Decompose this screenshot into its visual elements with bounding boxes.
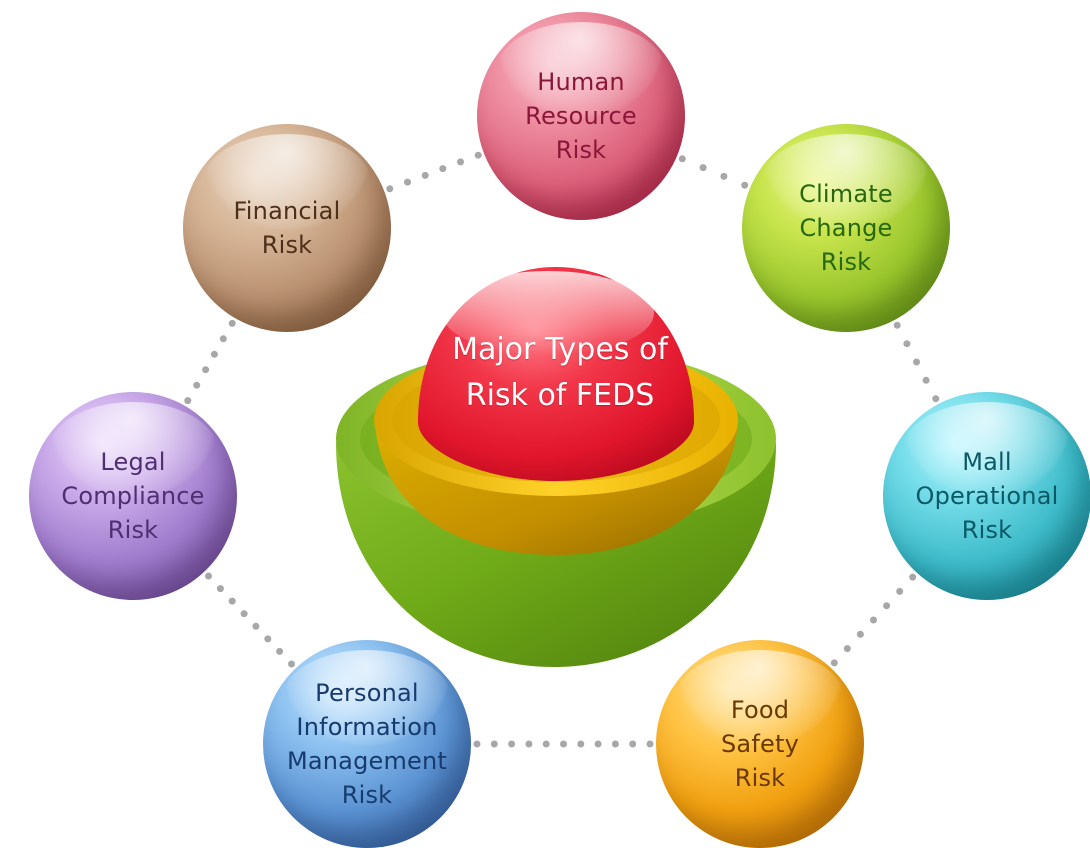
center-layered-sphere bbox=[336, 267, 776, 667]
personal-information-management-risk-label: Personal Information Management Risk bbox=[286, 679, 448, 809]
climate-change-risk-label: Climate Change Risk bbox=[799, 180, 893, 276]
connector-dot bbox=[473, 740, 481, 748]
connector-dot bbox=[699, 164, 707, 172]
connector-dot bbox=[210, 350, 218, 358]
connector-dot bbox=[856, 630, 864, 638]
connector-dot bbox=[228, 597, 236, 605]
connector-dot bbox=[216, 585, 224, 593]
connector-dot bbox=[893, 321, 901, 329]
connector-dot bbox=[629, 740, 637, 748]
connector-dot bbox=[883, 602, 891, 610]
connector-dot bbox=[474, 151, 482, 159]
connector-dot bbox=[741, 181, 749, 189]
connector-dot bbox=[228, 319, 236, 327]
connector-dot bbox=[276, 647, 284, 655]
connector-dot bbox=[932, 395, 940, 403]
connector-dot bbox=[830, 659, 838, 667]
connector-dot bbox=[903, 340, 911, 348]
connector-dot bbox=[490, 740, 498, 748]
financial-risk-label: Financial Risk bbox=[233, 197, 341, 259]
climate-change-risk-node: Climate Change Risk bbox=[742, 124, 950, 332]
financial-risk-node: Financial Risk bbox=[183, 124, 391, 332]
connector-dot bbox=[646, 740, 654, 748]
connector-dot bbox=[909, 573, 917, 581]
connector-dot bbox=[913, 358, 920, 366]
connector-dot bbox=[870, 616, 877, 624]
connector-dot bbox=[421, 171, 429, 179]
connector-dot bbox=[240, 610, 248, 618]
connector-dot bbox=[252, 622, 260, 630]
connector-dot bbox=[202, 366, 210, 374]
connector-dot bbox=[896, 587, 904, 595]
connector-dot bbox=[525, 740, 533, 748]
legal-compliance-risk-node: Legal Compliance Risk bbox=[29, 392, 237, 600]
connector-dot bbox=[184, 397, 192, 405]
connector-dot bbox=[439, 165, 447, 173]
connector-dot bbox=[542, 740, 550, 748]
connector-dot bbox=[594, 740, 602, 748]
connector-dot bbox=[457, 158, 464, 166]
connector-dot bbox=[404, 178, 411, 186]
connector-dot bbox=[720, 172, 728, 180]
legal-compliance-risk-label: Legal Compliance Risk bbox=[61, 448, 205, 544]
food-safety-risk-node: Food Safety Risk bbox=[656, 640, 864, 848]
mall-operational-risk-node: Mall Operational Risk bbox=[883, 392, 1090, 600]
connector-dot bbox=[193, 381, 201, 389]
connector-dot bbox=[219, 335, 227, 343]
connector-dot bbox=[922, 376, 930, 384]
mall-operational-risk-label: Mall Operational Risk bbox=[915, 448, 1059, 544]
connector-dot bbox=[560, 740, 567, 748]
connector-dot bbox=[264, 635, 272, 643]
connector-dot bbox=[288, 660, 295, 668]
human-resource-risk-label: Human Resource Risk bbox=[525, 68, 637, 164]
red-dome-highlight bbox=[442, 271, 654, 355]
connector-dot bbox=[386, 185, 394, 193]
connector-dot bbox=[205, 572, 212, 580]
connector-dot bbox=[508, 740, 516, 748]
connector-dot bbox=[577, 740, 585, 748]
personal-information-management-risk-node: Personal Information Management Risk bbox=[263, 640, 471, 848]
center-title: Major Types of Risk of FEDS bbox=[452, 332, 668, 413]
connector-dot bbox=[843, 645, 851, 653]
human-resource-risk-node: Human Resource Risk bbox=[477, 12, 685, 220]
connector-dot bbox=[611, 740, 619, 748]
food-safety-risk-label: Food Safety Risk bbox=[721, 696, 799, 792]
connector-dot bbox=[678, 155, 686, 163]
